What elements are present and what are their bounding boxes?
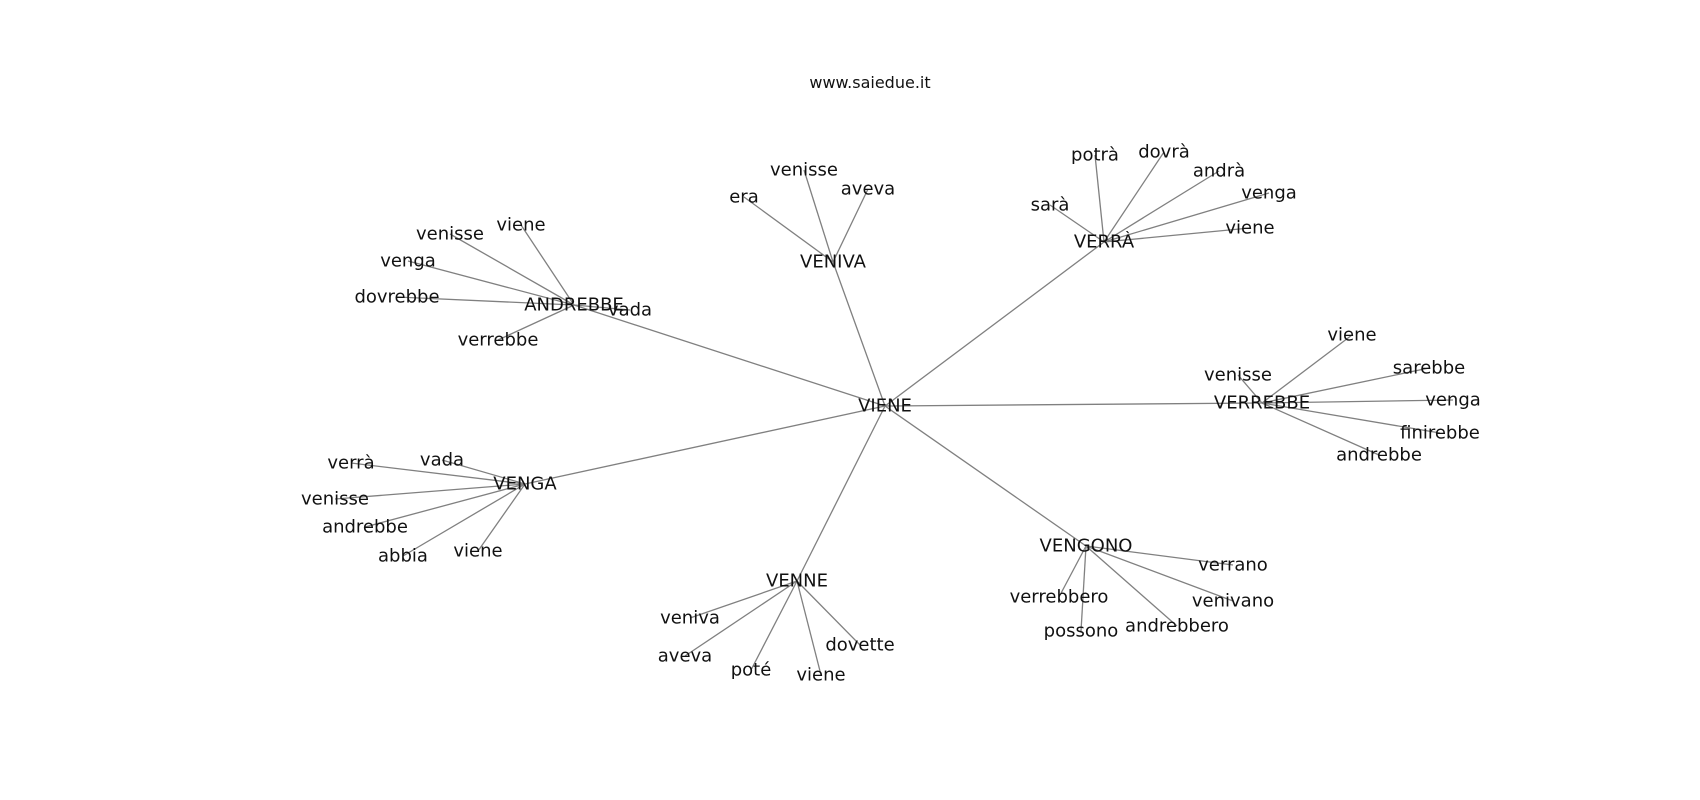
leaf-node-label: viene bbox=[1225, 218, 1274, 239]
leaf-node-label: dovette bbox=[825, 635, 894, 656]
leaf-node-label: verrano bbox=[1198, 555, 1268, 576]
edge-hub-to-leaf bbox=[1103, 151, 1165, 243]
leaf-node-label: potrà bbox=[1071, 145, 1119, 166]
edge-hub-to-leaf bbox=[334, 483, 526, 500]
edge-hub-to-leaf bbox=[477, 483, 526, 552]
leaf-node-label: viene bbox=[796, 665, 845, 686]
leaf-node-label: venisse bbox=[770, 160, 838, 181]
edge-center-to-hub bbox=[573, 304, 886, 407]
edge-hub-to-leaf bbox=[350, 462, 526, 485]
leaf-node-label: vada bbox=[420, 450, 464, 471]
edge-hub-to-leaf bbox=[364, 483, 526, 528]
graph-edges bbox=[334, 151, 1454, 676]
leaf-node-label: verrà bbox=[327, 453, 374, 474]
hub-node-label: VERREBBE bbox=[1214, 393, 1310, 414]
edge-hub-to-leaf bbox=[750, 580, 798, 671]
edge-hub-to-leaf bbox=[449, 233, 575, 306]
edge-hub-to-leaf bbox=[796, 580, 861, 646]
edge-center-to-hub bbox=[796, 405, 886, 582]
leaf-node-label: dovrà bbox=[1138, 142, 1190, 163]
leaf-node-label: sarebbe bbox=[1393, 358, 1465, 379]
leaf-node-label: venisse bbox=[416, 224, 484, 245]
hub-node-label: VENGONO bbox=[1040, 536, 1133, 557]
graph-labels: VIENEVENIVAeravenisseavevaVERRÀsaràpotrà… bbox=[301, 142, 1481, 686]
edge-hub-to-leaf bbox=[1049, 204, 1105, 243]
leaf-node-label: possono bbox=[1044, 621, 1119, 642]
edge-hub-to-leaf bbox=[796, 580, 822, 676]
leaf-node-label: viene bbox=[496, 215, 545, 236]
leaf-node-label: dovrebbe bbox=[354, 287, 439, 308]
edge-hub-to-leaf bbox=[573, 304, 631, 311]
leaf-node-label: verrebbero bbox=[1010, 587, 1109, 608]
leaf-node-label: vada bbox=[608, 300, 652, 321]
edge-hub-to-leaf bbox=[684, 580, 798, 657]
edge-hub-to-leaf bbox=[1103, 192, 1270, 243]
hub-node-label: VENNE bbox=[766, 571, 828, 592]
hub-node-label: ANDREBBE bbox=[524, 295, 624, 316]
leaf-node-label: viene bbox=[453, 541, 502, 562]
edge-hub-to-leaf bbox=[689, 580, 798, 619]
leaf-node-label: aveva bbox=[658, 646, 712, 667]
edge-hub-to-leaf bbox=[1261, 367, 1430, 404]
leaf-node-label: finirebbe bbox=[1400, 423, 1480, 444]
edge-center-to-hub bbox=[524, 405, 886, 485]
hub-node-label: VENGA bbox=[493, 474, 557, 495]
graph-title: www.saiedue.it bbox=[809, 73, 930, 92]
edge-hub-to-leaf bbox=[1094, 154, 1105, 243]
edge-hub-to-leaf bbox=[1103, 227, 1251, 243]
edge-center-to-hub bbox=[884, 402, 1263, 407]
edge-hub-to-leaf bbox=[1058, 545, 1087, 598]
leaf-node-label: andrebbero bbox=[1125, 616, 1229, 637]
leaf-node-label: venga bbox=[1425, 390, 1481, 411]
leaf-node-label: verrebbe bbox=[458, 330, 539, 351]
edge-hub-to-leaf bbox=[1261, 334, 1353, 404]
edge-hub-to-leaf bbox=[1261, 399, 1454, 404]
edge-hub-to-leaf bbox=[441, 459, 526, 485]
edge-hub-to-leaf bbox=[743, 196, 834, 263]
leaf-node-label: andrebbe bbox=[322, 517, 408, 538]
edge-hub-to-leaf bbox=[1085, 545, 1178, 627]
edge-hub-to-leaf bbox=[1103, 170, 1220, 243]
hub-node-label: VENIVA bbox=[800, 252, 867, 273]
edge-center-to-hub bbox=[884, 405, 1087, 547]
leaf-node-label: venisse bbox=[1204, 365, 1272, 386]
center-node-label: VIENE bbox=[858, 396, 912, 417]
edge-center-to-hub bbox=[832, 261, 886, 407]
leaf-node-label: andrà bbox=[1193, 161, 1245, 182]
edge-hub-to-leaf bbox=[803, 169, 834, 263]
edge-hub-to-leaf bbox=[1261, 402, 1380, 456]
leaf-node-label: abbia bbox=[378, 546, 428, 567]
edge-hub-to-leaf bbox=[407, 260, 575, 306]
edge-hub-to-leaf bbox=[832, 188, 869, 263]
leaf-node-label: poté bbox=[731, 660, 772, 681]
edge-center-to-hub bbox=[884, 241, 1105, 407]
leaf-node-label: andrebbe bbox=[1336, 445, 1422, 466]
edge-hub-to-leaf bbox=[402, 483, 526, 557]
leaf-node-label: venga bbox=[380, 251, 436, 272]
leaf-node-label: aveva bbox=[841, 179, 895, 200]
leaf-node-label: era bbox=[729, 187, 759, 208]
edge-hub-to-leaf bbox=[520, 224, 575, 306]
edge-hub-to-leaf bbox=[497, 304, 575, 341]
edge-hub-to-leaf bbox=[1261, 402, 1441, 434]
leaf-node-label: viene bbox=[1327, 325, 1376, 346]
leaf-node-label: sarà bbox=[1031, 195, 1070, 216]
leaf-node-label: venga bbox=[1241, 183, 1297, 204]
leaf-node-label: veniva bbox=[660, 608, 720, 629]
edge-hub-to-leaf bbox=[396, 296, 575, 306]
edge-hub-to-leaf bbox=[1085, 545, 1234, 566]
edge-hub-to-leaf bbox=[1237, 374, 1263, 404]
leaf-node-label: venisse bbox=[301, 489, 369, 510]
leaf-node-label: venivano bbox=[1192, 591, 1274, 612]
edge-hub-to-leaf bbox=[1080, 545, 1087, 632]
edge-hub-to-leaf bbox=[1085, 545, 1234, 602]
hub-node-label: VERRÀ bbox=[1074, 231, 1135, 253]
